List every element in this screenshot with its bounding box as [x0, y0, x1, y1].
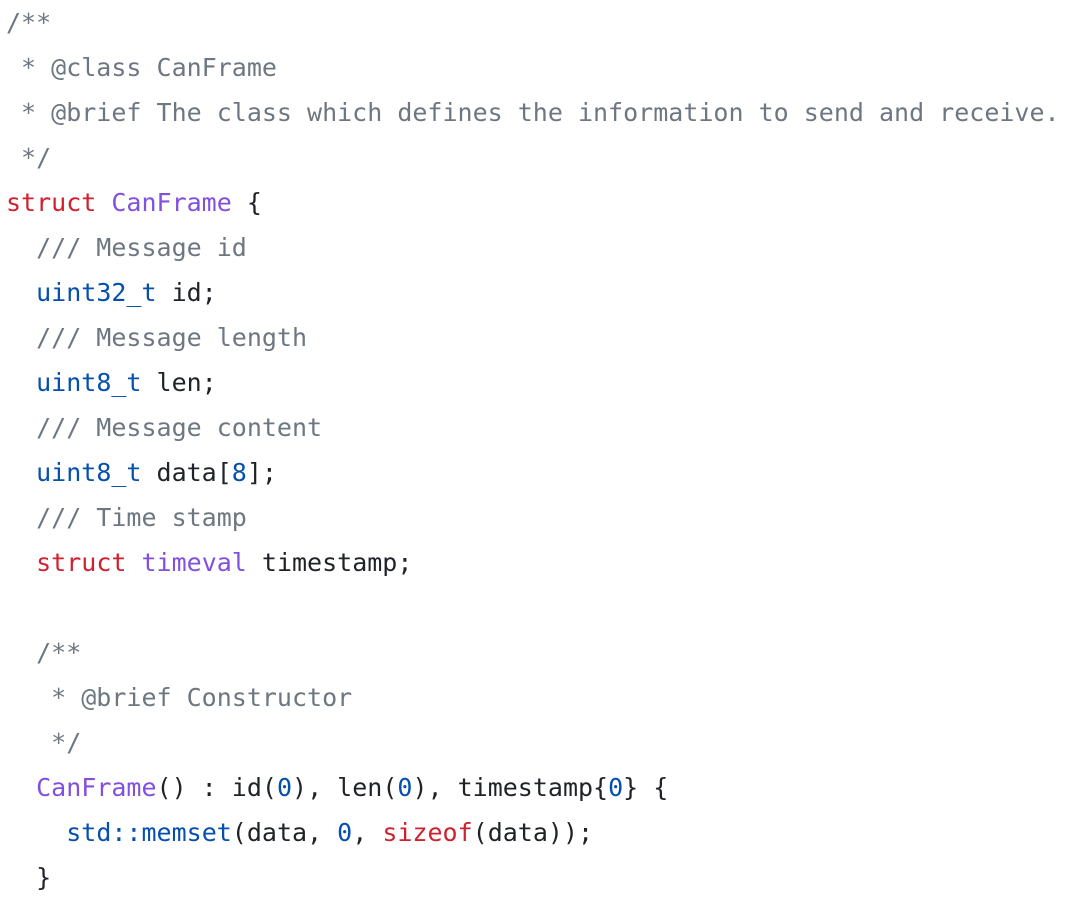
code-token: std::: [66, 818, 142, 847]
code-token: len;: [141, 368, 217, 397]
code-token: 0: [337, 818, 353, 847]
code-line: struct timeval timestamp;: [6, 540, 1060, 585]
code-token: 0: [397, 773, 413, 802]
code-line: * @brief Constructor: [6, 675, 1060, 720]
code-token: CanFrame: [36, 773, 157, 802]
code-token: 0: [608, 773, 624, 802]
code-line: * @brief The class which defines the inf…: [6, 90, 1060, 135]
code-token: () : id(: [156, 773, 277, 802]
code-token: ), timestamp{: [412, 773, 609, 802]
code-token: /**: [6, 8, 52, 37]
code-line: }: [6, 855, 1060, 900]
code-line: */: [6, 720, 1060, 765]
code-token: id;: [156, 278, 217, 307]
code-line: std::memset(data, 0, sizeof(data));: [6, 810, 1060, 855]
code-token: CanFrame: [111, 188, 232, 217]
code-token: * @class CanFrame: [6, 53, 277, 82]
code-token: }: [6, 863, 52, 892]
code-token: 0: [276, 773, 293, 802]
code-block: /** * @class CanFrame * @brief The class…: [6, 0, 1060, 900]
code-token: /// Time stamp: [6, 503, 247, 532]
code-token: [6, 773, 36, 802]
code-token: [96, 188, 111, 217]
code-token: sizeof: [382, 818, 473, 847]
code-token: ];: [246, 458, 277, 487]
code-line: uint8_t data[8];: [6, 450, 1060, 495]
code-token: [6, 818, 66, 847]
code-line: /// Message content: [6, 405, 1060, 450]
code-token: (data));: [472, 818, 594, 847]
code-token: [6, 278, 36, 307]
code-token: [6, 458, 36, 487]
code-token: timestamp;: [246, 548, 413, 577]
code-line: /**: [6, 630, 1060, 675]
code-token: 8: [231, 458, 247, 487]
code-token: [6, 368, 36, 397]
code-token: /// Message id: [6, 233, 247, 262]
code-line: uint32_t id;: [6, 270, 1060, 315]
code-token: ,: [352, 818, 383, 847]
code-token: * @brief Constructor: [6, 683, 353, 712]
code-token: * @brief The class which defines the inf…: [6, 98, 1060, 127]
code-line: */: [6, 135, 1060, 180]
code-token: ), len(: [292, 773, 398, 802]
code-line: [6, 585, 1060, 630]
code-token: } {: [623, 773, 669, 802]
code-token: [126, 548, 141, 577]
code-line: * @class CanFrame: [6, 45, 1060, 90]
code-line: CanFrame() : id(0), len(0), timestamp{0}…: [6, 765, 1060, 810]
code-token: /**: [6, 638, 82, 667]
code-line: /// Time stamp: [6, 495, 1060, 540]
code-token: [6, 548, 36, 577]
code-token: timeval: [141, 548, 247, 577]
code-token: struct: [36, 548, 127, 577]
code-token: uint32_t: [36, 278, 157, 307]
code-token: uint8_t: [36, 368, 142, 397]
code-token: uint8_t: [36, 458, 142, 487]
code-line: uint8_t len;: [6, 360, 1060, 405]
code-line: struct CanFrame {: [6, 180, 1060, 225]
code-token: /// Message length: [6, 323, 308, 352]
code-token: (data,: [231, 818, 338, 847]
code-token: {: [231, 188, 262, 217]
code-token: data[: [141, 458, 232, 487]
code-line: /**: [6, 0, 1060, 45]
code-token: memset: [141, 818, 232, 847]
code-token: */: [6, 143, 52, 172]
code-token: /// Message content: [6, 413, 323, 442]
code-line: /// Message length: [6, 315, 1060, 360]
code-token: struct: [6, 188, 97, 217]
code-line: /// Message id: [6, 225, 1060, 270]
code-token: */: [6, 728, 82, 757]
